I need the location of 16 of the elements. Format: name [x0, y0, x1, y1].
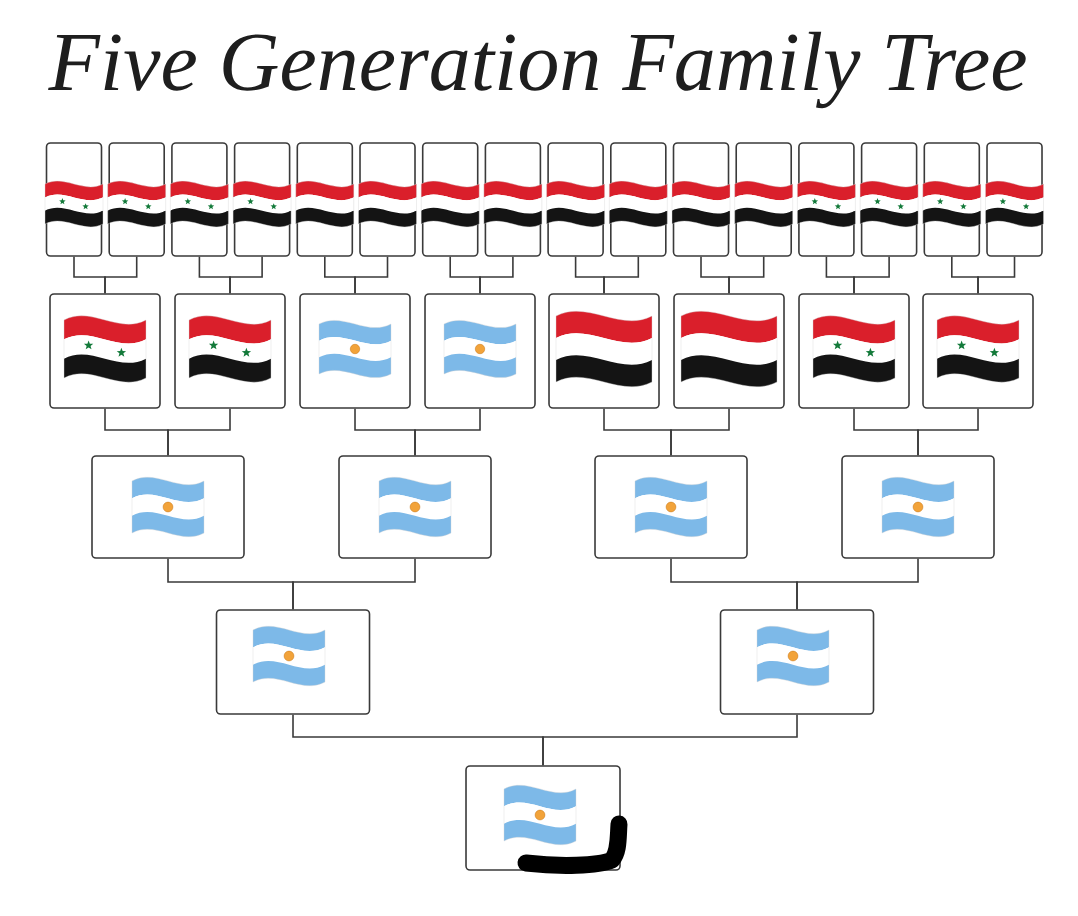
connector-line	[104, 256, 138, 294]
connector-line	[414, 408, 481, 456]
connector-line	[977, 256, 1016, 294]
connector-line	[603, 256, 640, 294]
connector-line	[853, 256, 890, 294]
connector-line	[354, 256, 389, 294]
connector-line	[229, 256, 263, 294]
connector-line	[167, 408, 231, 456]
connector-line	[728, 256, 765, 294]
connector-line	[670, 408, 730, 456]
connector-line	[796, 558, 919, 610]
connector-line	[479, 256, 514, 294]
title: Five Generation Family Tree	[48, 31, 1026, 109]
connector-line	[292, 558, 416, 610]
connector-line	[542, 714, 798, 766]
connector-line	[917, 408, 979, 456]
